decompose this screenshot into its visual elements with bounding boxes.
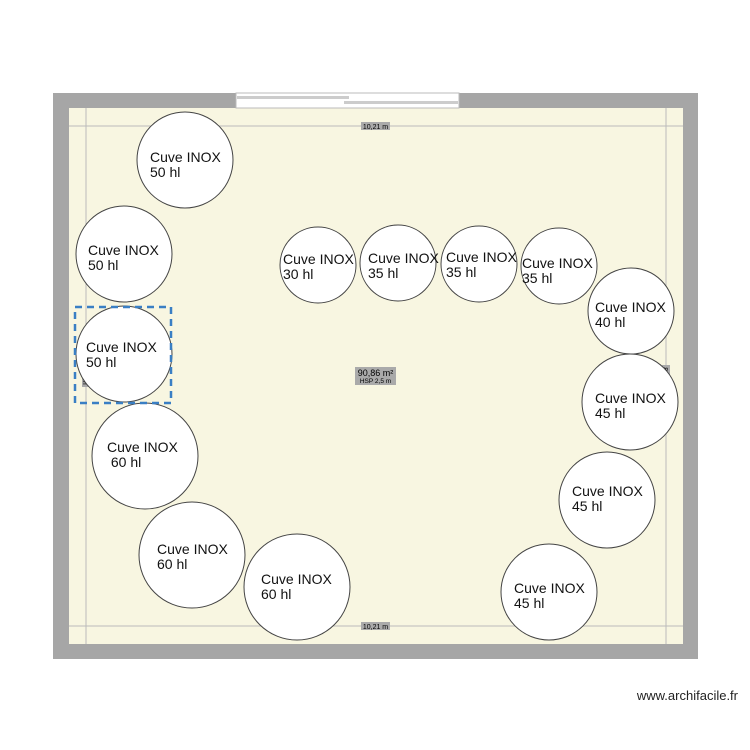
tank-capacity: 45 hl [514,595,544,611]
tank-name: Cuve INOX [446,249,517,265]
tank-capacity: 60 hl [107,454,141,470]
tank[interactable]: Cuve INOX 60 hl [91,402,199,510]
selection-box[interactable] [73,305,173,405]
tank-capacity: 35 hl [522,270,552,286]
tank-circle[interactable] [136,111,234,209]
archifacile-credit[interactable]: www.archifacile.fr [636,688,738,703]
tank-capacity: 50 hl [150,164,180,180]
tank-name: Cuve INOX [86,339,157,355]
tank-circle[interactable] [279,226,357,304]
dimension-top: 10,21 m [361,122,390,131]
tank-capacity: 50 hl [86,354,116,370]
tank-name: Cuve INOX [595,299,666,315]
tank-circle[interactable] [75,205,173,303]
area-label: 90,86 m² HSP 2,5 m [355,367,396,385]
tank-capacity: 40 hl [595,314,625,330]
tank-capacity: 35 hl [368,265,398,281]
tank-circle[interactable] [440,225,518,303]
svg-text:10,21 m: 10,21 m [363,124,388,131]
tank-name: Cuve INOX [522,255,593,271]
tank-circle[interactable] [138,501,246,609]
tank-name: Cuve INOX [572,483,643,499]
tank-name: Cuve INOX [283,251,354,267]
tank-circle[interactable] [500,543,598,641]
window[interactable] [235,92,460,109]
tank-capacity: 30 hl [283,266,313,282]
tank-capacity: 50 hl [88,257,118,273]
tank-circle[interactable] [243,533,351,641]
tank-capacity: 35 hl [446,264,476,280]
tank-name: Cuve INOX [150,149,221,165]
tank-capacity: 45 hl [595,405,625,421]
tank-circle[interactable] [558,451,656,549]
tank-capacity: 60 hl [261,586,291,602]
svg-text:90,86 m²: 90,86 m² [358,368,394,378]
tank-name: Cuve INOX [88,242,159,258]
dimension-bottom: 10,21 m [361,622,390,631]
tank-capacity: 45 hl [572,498,602,514]
svg-text:10,21 m: 10,21 m [363,624,388,631]
tank-name: Cuve INOX [107,439,178,455]
tank-name: Cuve INOX [514,580,585,596]
svg-text:HSP 2,5 m: HSP 2,5 m [360,378,391,385]
tank-name: Cuve INOX [595,390,666,406]
tank-circle[interactable] [581,353,679,451]
tank-name: Cuve INOX [157,541,228,557]
tank-capacity: 60 hl [157,556,187,572]
tank-name: Cuve INOX [368,250,439,266]
tank-circle[interactable] [520,227,598,305]
tank-circle[interactable] [359,224,437,302]
tank-name: Cuve INOX [261,571,332,587]
